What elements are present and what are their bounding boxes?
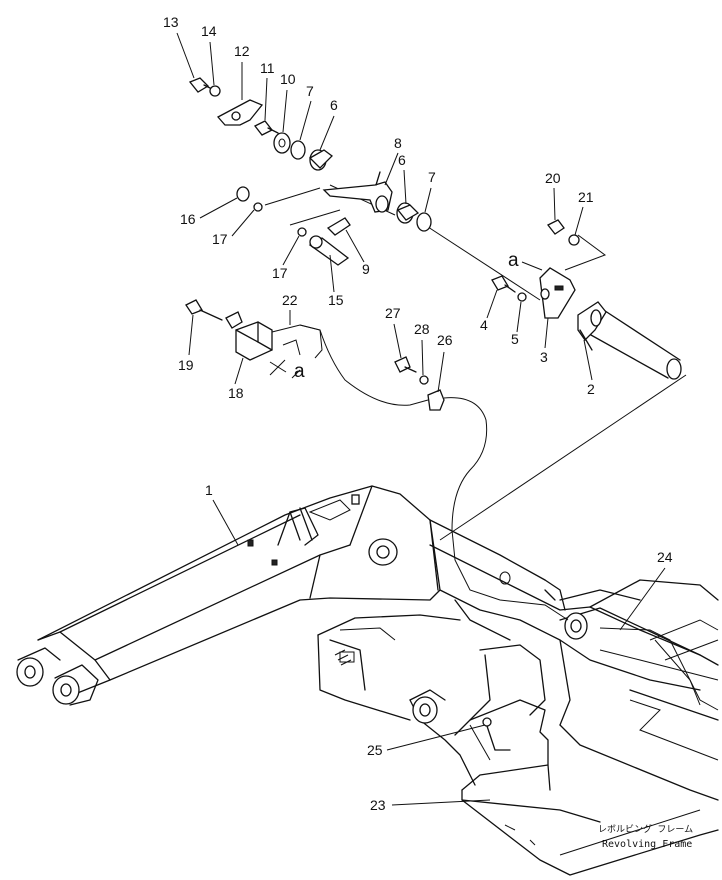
linkage-rod — [577, 301, 682, 380]
callout-17b: 17 — [272, 265, 288, 281]
callout-7a: 7 — [306, 83, 314, 99]
boom-assembly — [16, 485, 441, 706]
revolving-frame — [317, 519, 719, 801]
callout-15: 15 — [328, 292, 344, 308]
callout-7b: 7 — [428, 169, 436, 185]
callout-25: 25 — [367, 742, 383, 758]
callout-21: 21 — [578, 189, 594, 205]
callout-12: 12 — [234, 43, 250, 59]
bushings — [273, 132, 432, 232]
callout-9: 9 — [362, 261, 370, 277]
connector-label-top: a — [508, 250, 519, 271]
callout-8: 8 — [394, 135, 402, 151]
plate-12 — [216, 99, 264, 126]
callout-17a: 17 — [212, 231, 228, 247]
callout-27: 27 — [385, 305, 401, 321]
callout-20: 20 — [545, 170, 561, 186]
small-bolts — [185, 77, 580, 385]
callout-28: 28 — [414, 321, 430, 337]
callout-19: 19 — [178, 357, 194, 373]
assembly-guide-lines — [264, 184, 687, 541]
callout-13: 13 — [163, 14, 179, 30]
callout-16: 16 — [180, 211, 196, 227]
callouts: 1 2 3 4 5 6 6 7 7 8 9 10 11 12 13 14 15 … — [163, 14, 673, 813]
callout-14: 14 — [201, 23, 217, 39]
caption-english: Revolving Frame — [602, 839, 692, 850]
callout-2: 2 — [587, 381, 595, 397]
callout-1: 1 — [205, 482, 213, 498]
connector-label-bottom: a — [294, 361, 305, 382]
clamp-26 — [427, 389, 445, 411]
wire-harness — [299, 324, 719, 711]
callout-3: 3 — [540, 349, 548, 365]
callout-18: 18 — [228, 385, 244, 401]
lever-8 — [322, 171, 393, 213]
callout-11: 11 — [260, 60, 275, 76]
callout-22: 22 — [282, 292, 298, 308]
callout-10: 10 — [280, 71, 296, 87]
callout-23: 23 — [370, 797, 386, 813]
callout-6b: 6 — [398, 152, 406, 168]
callout-4: 4 — [480, 317, 488, 333]
callout-6a: 6 — [330, 97, 338, 113]
mounting-bracket — [454, 699, 719, 876]
callout-26: 26 — [437, 332, 453, 348]
sensor-18 — [225, 311, 323, 361]
lever-3 — [539, 267, 576, 319]
callout-24: 24 — [657, 549, 673, 565]
caption-japanese: レボルビング フレーム — [598, 823, 693, 835]
callout-5: 5 — [511, 331, 519, 347]
